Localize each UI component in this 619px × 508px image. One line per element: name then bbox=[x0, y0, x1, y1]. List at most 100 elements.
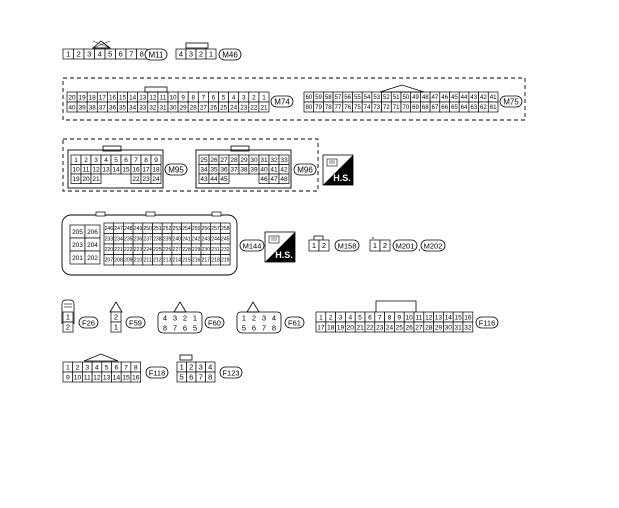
m95-pin-17: 17 bbox=[140, 164, 152, 175]
connector-f26: 12 F26 bbox=[61, 299, 99, 333]
svg-text:245: 245 bbox=[221, 237, 230, 243]
svg-text:1: 1 bbox=[66, 50, 70, 59]
f60-pin-5: 5 bbox=[193, 324, 197, 333]
svg-text:42: 42 bbox=[280, 167, 288, 174]
svg-text:8: 8 bbox=[134, 364, 138, 371]
svg-text:50: 50 bbox=[402, 94, 409, 101]
svg-text:32: 32 bbox=[149, 104, 157, 111]
svg-text:79: 79 bbox=[315, 104, 322, 111]
svg-text:241: 241 bbox=[182, 237, 191, 243]
m74-pin-36: 36 bbox=[107, 101, 118, 113]
svg-text:219: 219 bbox=[221, 258, 230, 264]
svg-text:16: 16 bbox=[132, 374, 140, 381]
svg-text:253: 253 bbox=[173, 226, 182, 232]
label-separator: , bbox=[418, 242, 421, 252]
f61-pin-6: 6 bbox=[252, 324, 256, 333]
m74-pin-9: 9 bbox=[177, 91, 189, 103]
f116-pin-12: 12 bbox=[423, 311, 434, 323]
svg-text:218: 218 bbox=[211, 258, 220, 264]
svg-text:44: 44 bbox=[461, 94, 468, 101]
svg-text:9: 9 bbox=[397, 314, 401, 321]
svg-text:47: 47 bbox=[270, 176, 278, 183]
m144-pin-232: 232 bbox=[220, 243, 231, 255]
svg-text:203: 203 bbox=[72, 242, 83, 249]
m96-latch bbox=[230, 145, 250, 152]
m144-pin-249: 249 bbox=[132, 222, 144, 234]
svg-text:3: 3 bbox=[199, 363, 203, 372]
m144-pin-216: 216 bbox=[190, 254, 202, 266]
svg-text:34: 34 bbox=[129, 104, 137, 111]
svg-text:4: 4 bbox=[208, 363, 212, 372]
m144-pin-208: 208 bbox=[113, 254, 124, 266]
svg-text:216: 216 bbox=[192, 258, 201, 264]
svg-text:227: 227 bbox=[173, 247, 182, 253]
m11-pin-4: 4 bbox=[94, 48, 106, 60]
f61-pin-8: 8 bbox=[272, 324, 276, 333]
svg-text:28: 28 bbox=[190, 104, 198, 111]
m75-pin-50: 50 bbox=[400, 91, 412, 103]
m11-pin-6: 6 bbox=[115, 48, 127, 60]
m144-pin-248: 248 bbox=[123, 222, 134, 234]
svg-text:22: 22 bbox=[250, 104, 258, 111]
m74-pin-33: 33 bbox=[137, 101, 149, 113]
f116-pin-9: 9 bbox=[394, 311, 405, 323]
svg-text:1: 1 bbox=[312, 241, 316, 250]
svg-text:211: 211 bbox=[144, 258, 152, 264]
m144-pin-251: 251 bbox=[152, 222, 163, 234]
svg-text:9: 9 bbox=[66, 374, 70, 381]
svg-text:214: 214 bbox=[173, 258, 182, 264]
m96-pin-46: 46 bbox=[258, 173, 270, 184]
m96-pin-48: 48 bbox=[278, 173, 290, 184]
svg-text:225: 225 bbox=[153, 247, 162, 253]
m144-pin-204: 204 bbox=[84, 237, 101, 252]
svg-text:48: 48 bbox=[422, 94, 429, 101]
f118-pin-4: 4 bbox=[91, 361, 103, 373]
svg-text:237: 237 bbox=[143, 237, 152, 243]
m96-pin-39: 39 bbox=[248, 164, 260, 175]
m74-pin-20: 20 bbox=[66, 91, 78, 103]
m74-pin-21: 21 bbox=[258, 101, 270, 113]
svg-text:27: 27 bbox=[415, 324, 423, 331]
m75-pin-41: 41 bbox=[487, 91, 499, 103]
svg-text:12: 12 bbox=[93, 374, 101, 381]
svg-text:236: 236 bbox=[134, 237, 143, 243]
m96-pin-26: 26 bbox=[208, 154, 220, 165]
m96-pin-34: 34 bbox=[198, 164, 210, 175]
m75-pin-73: 73 bbox=[371, 101, 382, 113]
svg-text:3: 3 bbox=[189, 50, 193, 59]
svg-text:7: 7 bbox=[378, 314, 382, 321]
svg-text:249: 249 bbox=[134, 226, 143, 232]
svg-text:M158: M158 bbox=[338, 242, 357, 251]
m75-pin-44: 44 bbox=[458, 91, 470, 103]
svg-text:2: 2 bbox=[329, 314, 333, 321]
m75-pin-57: 57 bbox=[332, 91, 344, 103]
m144-pin-202: 202 bbox=[84, 250, 101, 265]
svg-text:26: 26 bbox=[210, 157, 218, 164]
f118-pin-13: 13 bbox=[101, 371, 112, 383]
m144-pin-231: 231 bbox=[210, 243, 221, 255]
m144-pin-207: 207 bbox=[103, 254, 115, 266]
m46-pin-1: 1 bbox=[205, 48, 217, 60]
svg-text:26: 26 bbox=[210, 104, 218, 111]
m144-pin-224: 224 bbox=[142, 243, 153, 255]
f118-pin-11: 11 bbox=[82, 371, 93, 383]
m74-pin-13: 13 bbox=[137, 91, 149, 103]
svg-text:59: 59 bbox=[315, 94, 322, 101]
svg-text:20: 20 bbox=[69, 94, 77, 101]
svg-text:220: 220 bbox=[105, 247, 114, 253]
m75-pin-67: 67 bbox=[429, 101, 441, 113]
svg-text:19: 19 bbox=[79, 94, 87, 101]
m95-pin-10: 10 bbox=[70, 164, 82, 175]
svg-text:7: 7 bbox=[199, 373, 203, 382]
m75-pin-65: 65 bbox=[449, 101, 460, 113]
svg-text:4: 4 bbox=[179, 50, 183, 59]
m144-pin-210: 210 bbox=[132, 254, 144, 266]
svg-text:15: 15 bbox=[122, 167, 130, 174]
svg-text:13: 13 bbox=[139, 94, 147, 101]
svg-text:6: 6 bbox=[114, 364, 118, 371]
m201-pin-1: 1 bbox=[369, 239, 381, 252]
svg-text:3: 3 bbox=[173, 314, 177, 323]
svg-text:21: 21 bbox=[92, 176, 100, 183]
